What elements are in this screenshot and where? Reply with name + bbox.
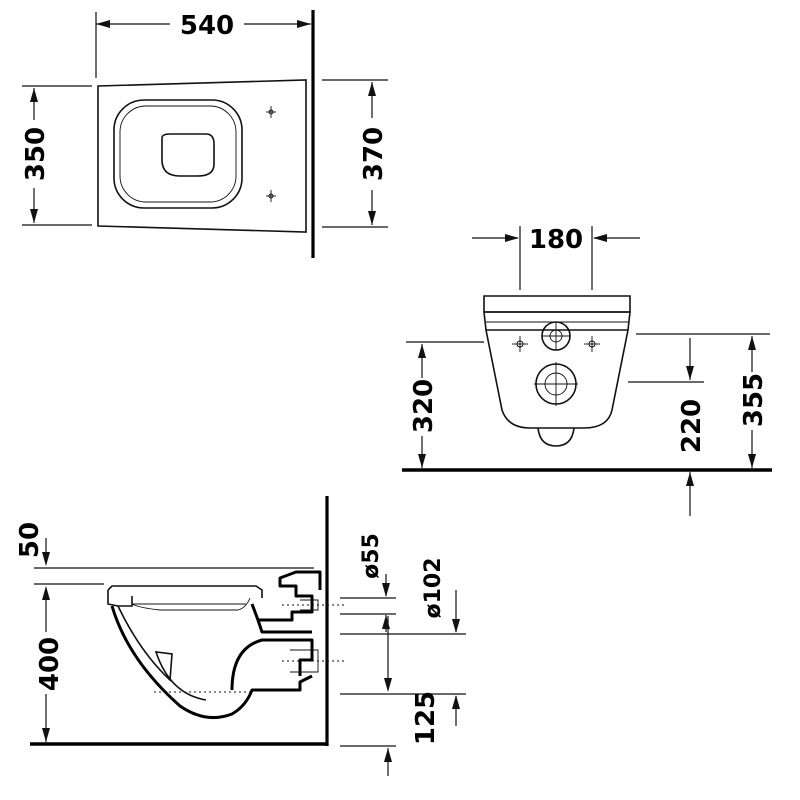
side-view-seat-underside — [131, 597, 251, 611]
dim-102-arrow-bottom — [452, 695, 460, 709]
top-view-seat-outer — [113, 99, 243, 209]
dim-180-arrow-left — [505, 234, 519, 242]
front-view-inlet-core — [549, 329, 563, 343]
side-view-back-mid — [256, 619, 312, 634]
top-view-fixing-point-upper — [266, 106, 276, 118]
top-view-bowl-outline — [97, 79, 307, 233]
front-view-seat — [483, 311, 631, 331]
dim-55-label: ø55 — [359, 533, 384, 579]
dim-50-label: 50 — [15, 522, 45, 558]
dim-102-arrow-top — [452, 619, 460, 633]
side-view-seat-front — [107, 590, 133, 607]
dim-55-arrow-bottom — [382, 615, 390, 629]
dim-370-arrow-top — [368, 82, 376, 96]
dim-400-label: 400 — [35, 637, 65, 691]
side-view-lid — [107, 585, 263, 598]
dim-355-arrow-top — [748, 336, 756, 350]
dim-220-arrow-top — [686, 366, 694, 380]
side-view-bowl-outer — [110, 605, 313, 720]
front-view-outlet-core — [544, 372, 568, 396]
dim-55-arrow-top — [382, 583, 390, 597]
top-view: 540 350 370 — [21, 10, 389, 258]
dim-180-label: 180 — [529, 225, 583, 255]
dim-50-arrow — [42, 552, 50, 566]
front-view-fixing-left — [512, 336, 528, 352]
dim-540-label: 540 — [180, 11, 234, 41]
side-view-back-top — [250, 570, 322, 622]
top-view-fixing-point-lower — [266, 190, 276, 202]
dim-350-arrow-top — [30, 88, 38, 102]
dim-220-label: 220 — [677, 399, 707, 453]
dim-125-label: 125 — [411, 691, 441, 745]
dim-180-arrow-right — [593, 234, 607, 242]
dim-125-arrow-top — [384, 678, 392, 692]
dim-320-label: 320 — [409, 379, 439, 433]
dim-355-label: 355 — [739, 373, 769, 427]
dim-350-label: 350 — [21, 127, 51, 181]
front-view: 180 320 220 355 — [402, 225, 772, 516]
dim-320-arrow-bottom — [418, 454, 426, 468]
dim-320-arrow-top — [418, 344, 426, 358]
side-view: 50 400 ø55 ø102 125 — [15, 496, 466, 776]
dim-400-arrow-bottom — [42, 728, 50, 742]
dim-540-arrow-left — [96, 20, 110, 28]
top-view-bowl-opening — [161, 133, 215, 177]
front-view-fixing-right — [584, 336, 600, 352]
front-view-lid — [483, 295, 631, 313]
front-view-bowl-body — [485, 329, 629, 429]
dim-350-arrow-bottom — [30, 209, 38, 223]
dim-355-arrow-bottom — [748, 454, 756, 468]
dim-370-arrow-bottom — [368, 211, 376, 225]
front-view-outlet-foot — [537, 427, 575, 447]
dim-102-label: ø102 — [421, 557, 446, 618]
top-view-seat-inner — [119, 105, 237, 203]
side-view-bowl-inner — [117, 605, 207, 701]
dim-370-label: 370 — [359, 127, 389, 181]
dim-220-arrow-bottom — [686, 472, 694, 486]
dim-400-arrow-top — [42, 586, 50, 600]
dim-125-arrow-bottom — [384, 748, 392, 762]
dim-540-arrow-right — [297, 20, 311, 28]
